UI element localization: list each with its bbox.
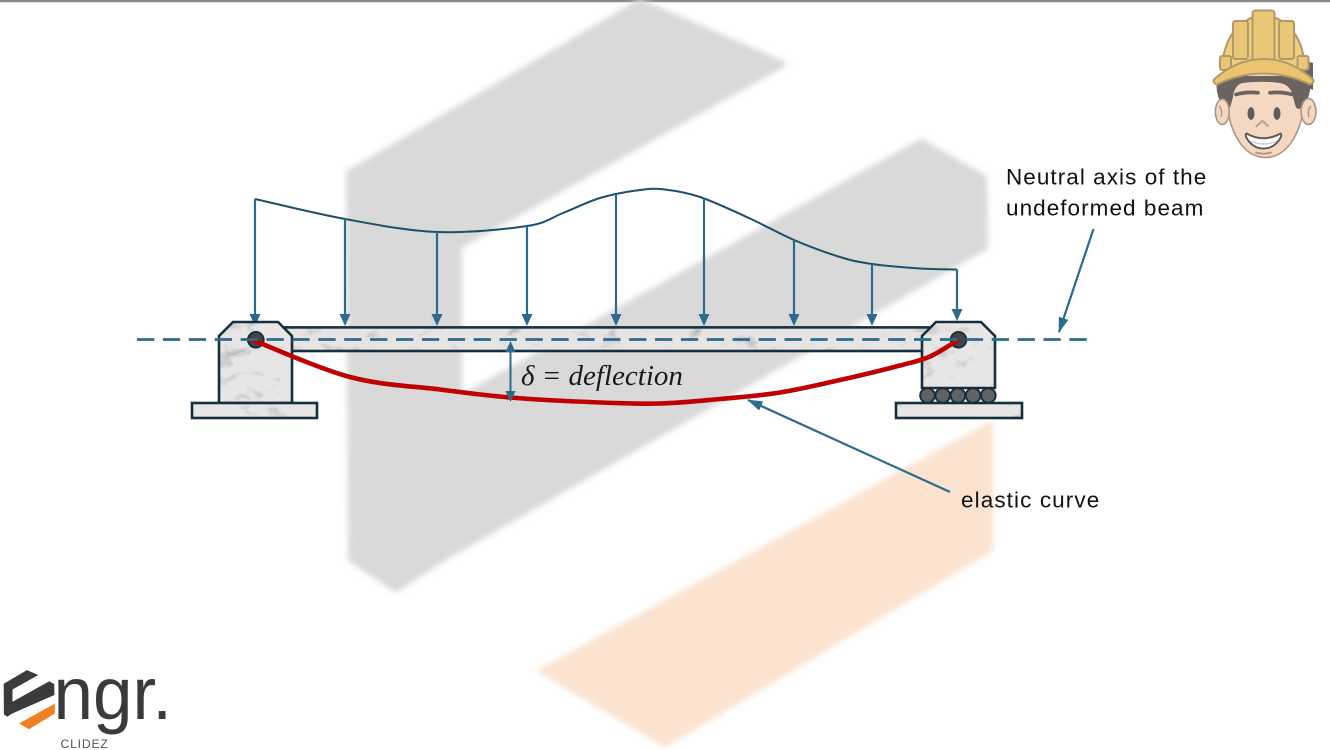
svg-text:δ = deflection: δ = deflection	[521, 360, 683, 392]
svg-text:undeformed beam: undeformed beam	[1006, 196, 1204, 221]
svg-text:Neutral axis of the: Neutral axis of the	[1006, 165, 1207, 190]
svg-text:CLIDEZ: CLIDEZ	[61, 737, 109, 750]
svg-text:ngr.: ngr.	[53, 652, 171, 735]
svg-text:elastic curve: elastic curve	[961, 488, 1100, 513]
